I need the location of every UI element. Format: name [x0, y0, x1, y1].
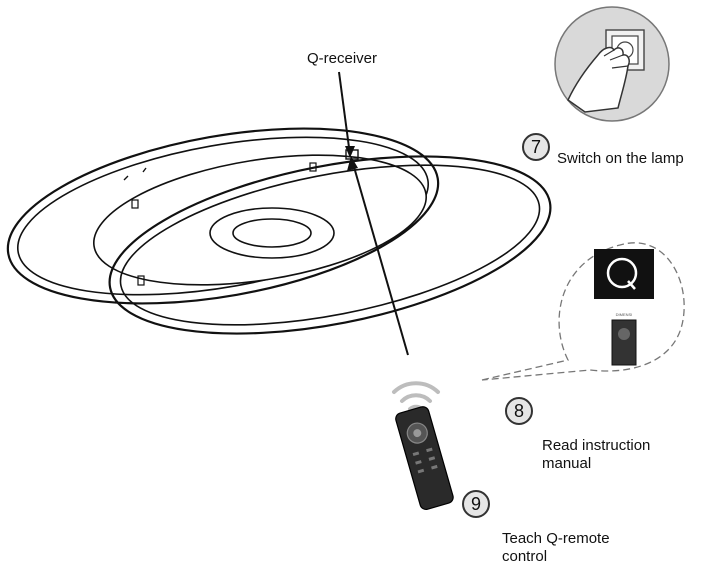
step-7-badge: 7: [522, 133, 550, 161]
hand-switch-icon: [554, 6, 670, 122]
lamp-center-disc-inner: [232, 218, 312, 248]
lamp-back-ring-inner: [16, 136, 430, 296]
manual-remote-icon: [611, 319, 637, 366]
callout-remote-brand: DIMENSI: [616, 312, 633, 317]
step-8-badge: 8: [505, 397, 533, 425]
ceiling-lamp-illustration: [6, 127, 552, 335]
step-9-badge: 9: [462, 490, 490, 518]
lamp-clip: [137, 275, 145, 286]
callout-bubble: [481, 242, 685, 381]
receiver-label: Q-receiver: [307, 50, 378, 67]
step-9-text: Teach Q-remote control: [502, 530, 610, 565]
lamp-front-ring-outer: [108, 155, 552, 335]
lamp-clip: [131, 199, 139, 209]
lamp-center-disc-outer: [209, 207, 335, 259]
lamp-clip: [309, 162, 317, 172]
receiver-pointer-line: [338, 71, 351, 156]
signal-arrow: [347, 156, 358, 171]
lamp-front-ring-inner: [119, 164, 541, 326]
receiver-pointer-arrow: [345, 146, 355, 158]
step-7-text: Switch on the lamp: [557, 150, 684, 167]
wifi-signal-icon: [392, 381, 440, 411]
remote-control-icon: [395, 406, 454, 511]
step-8-text: Read instruction manual: [542, 437, 651, 472]
instruction-callout: DIMENSI: [481, 242, 685, 381]
signal-line: [351, 159, 409, 356]
q-logo-icon: [594, 249, 654, 299]
lamp-back-ring-outer: [6, 127, 440, 305]
lamp-screw: [123, 167, 147, 181]
